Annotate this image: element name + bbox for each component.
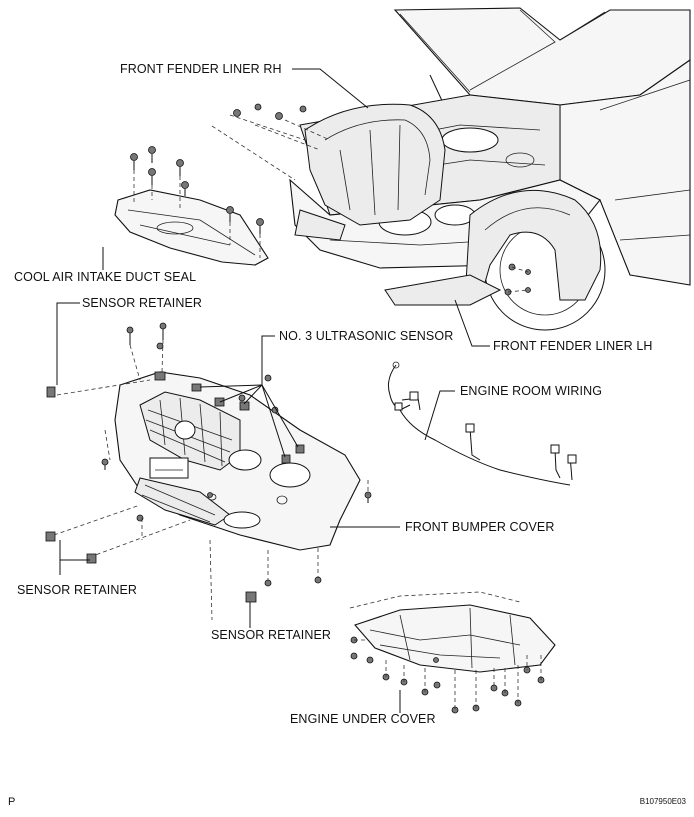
leader-lines	[56, 68, 490, 713]
label-front-fender-liner-rh: FRONT FENDER LINER RH	[120, 62, 282, 76]
figure-code: B107950E03	[639, 797, 686, 806]
cool-air-intake-duct-seal-part	[114, 146, 269, 266]
engine-room-wiring-part	[388, 361, 577, 486]
label-front-fender-liner-lh: FRONT FENDER LINER LH	[493, 339, 653, 353]
engine-under-cover-part	[349, 591, 556, 714]
page-letter: P	[8, 796, 16, 808]
vehicle-front-body	[211, 7, 691, 331]
label-cool-air-intake-duct-seal: COOL AIR INTAKE DUCT SEAL	[14, 270, 197, 284]
label-sensor-retainer-top: SENSOR RETAINER	[82, 296, 203, 310]
label-front-bumper-cover: FRONT BUMPER COVER	[405, 520, 555, 534]
label-engine-under-cover: ENGINE UNDER COVER	[290, 712, 436, 726]
sensor-retainers	[45, 386, 257, 603]
label-no3-ultrasonic-sensor: NO. 3 ULTRASONIC SENSOR	[279, 329, 454, 343]
label-sensor-retainer-bottom: SENSOR RETAINER	[211, 628, 332, 642]
label-engine-room-wiring: ENGINE ROOM WIRING	[460, 384, 603, 398]
front-bumper-cover-part	[53, 322, 372, 621]
label-sensor-retainer-left: SENSOR RETAINER	[17, 583, 138, 597]
